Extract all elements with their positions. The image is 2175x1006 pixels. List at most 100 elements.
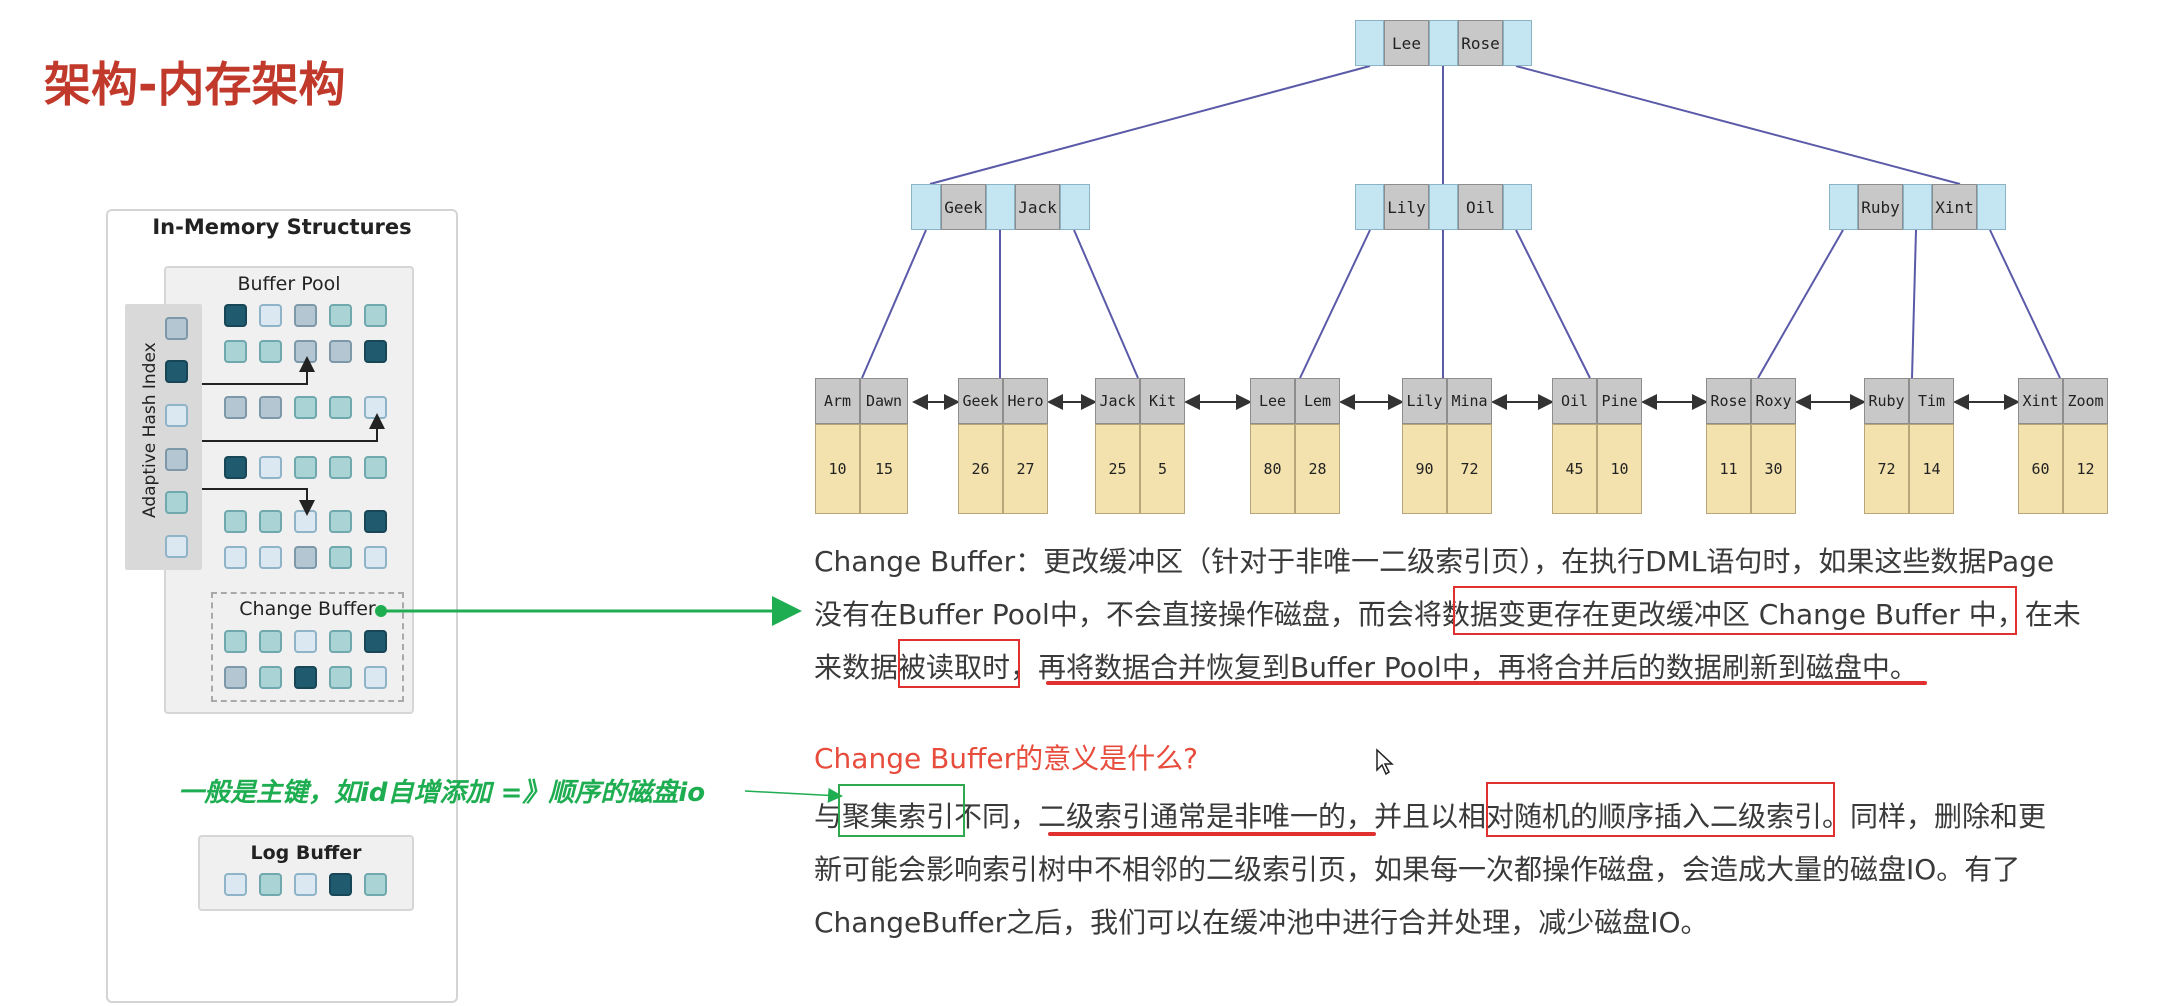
internal-pointer bbox=[1429, 184, 1458, 230]
page-cell bbox=[329, 304, 352, 327]
change-buffer-cell bbox=[329, 630, 352, 653]
page-cell bbox=[329, 456, 352, 479]
leaf-key: Oil bbox=[1552, 378, 1597, 424]
page-cell bbox=[294, 304, 317, 327]
hash-index-arrows bbox=[202, 356, 385, 516]
leaf-key: Geek bbox=[958, 378, 1003, 424]
leaf-key: Hero bbox=[1003, 378, 1048, 424]
root-key: Lee bbox=[1384, 20, 1429, 66]
underline bbox=[1046, 681, 1927, 685]
page-cell bbox=[329, 510, 352, 533]
hash-cell bbox=[165, 360, 188, 383]
change-buffer-cell bbox=[294, 666, 317, 689]
page-cell bbox=[259, 340, 282, 363]
root-key: Rose bbox=[1458, 20, 1503, 66]
page-cell bbox=[294, 546, 317, 569]
leaf-key: Lily bbox=[1402, 378, 1447, 424]
leaf-value: 30 bbox=[1751, 424, 1796, 514]
leaf-key: Dawn bbox=[860, 378, 908, 424]
leaf-key: Kit bbox=[1140, 378, 1185, 424]
paragraph-2-line-1: 与聚集索引不同，二级索引通常是非唯一的，并且以相对随机的顺序插入二级索引。同样，… bbox=[814, 800, 2047, 833]
change-buffer-cell bbox=[224, 630, 247, 653]
root-pointer bbox=[1355, 20, 1384, 66]
page-cell bbox=[224, 304, 247, 327]
leaf-key: Tim bbox=[1909, 378, 1954, 424]
log-buffer-cell bbox=[294, 873, 317, 896]
hash-cell bbox=[165, 448, 188, 471]
leaf-value: 25 bbox=[1095, 424, 1140, 514]
leaf-value: 5 bbox=[1140, 424, 1185, 514]
internal-pointer bbox=[1060, 184, 1090, 230]
internal-key: Oil bbox=[1458, 184, 1503, 230]
internal-pointer bbox=[1355, 184, 1384, 230]
leaf-value: 26 bbox=[958, 424, 1003, 514]
leaf-value: 80 bbox=[1250, 424, 1295, 514]
leaf-key: Roxy bbox=[1751, 378, 1796, 424]
internal-key: Xint bbox=[1932, 184, 1977, 230]
leaf-key: Lee bbox=[1250, 378, 1295, 424]
leaf-value: 10 bbox=[815, 424, 860, 514]
annotation-arrow bbox=[744, 787, 843, 803]
page-cell bbox=[294, 456, 317, 479]
hash-cell bbox=[165, 404, 188, 427]
log-buffer-cell bbox=[224, 873, 247, 896]
cursor-icon bbox=[1376, 748, 1394, 776]
hash-arrow bbox=[202, 488, 315, 516]
leaf-key: Pine bbox=[1597, 378, 1642, 424]
paragraph-1-line-1: Change Buffer：更改缓冲区（针对于非唯一二级索引页），在执行DML语… bbox=[814, 545, 2055, 578]
log-buffer-cell bbox=[364, 873, 387, 896]
internal-pointer bbox=[1903, 184, 1932, 230]
page-cell bbox=[224, 546, 247, 569]
internal-key: Ruby bbox=[1858, 184, 1903, 230]
change-buffer-label: Change Buffer bbox=[239, 598, 376, 620]
page-cell bbox=[329, 340, 352, 363]
highlight-box bbox=[1486, 782, 1835, 837]
leaf-key: Xint bbox=[2018, 378, 2063, 424]
leaf-value: 27 bbox=[1003, 424, 1048, 514]
log-buffer-label: Log Buffer bbox=[250, 842, 362, 864]
internal-pointer bbox=[1503, 184, 1532, 230]
page-cell bbox=[364, 456, 387, 479]
page-cell bbox=[224, 340, 247, 363]
hash-arrow bbox=[202, 413, 385, 442]
hash-cell bbox=[165, 491, 188, 514]
change-buffer-cell bbox=[364, 630, 387, 653]
internal-key: Geek bbox=[941, 184, 986, 230]
internal-pointer bbox=[1977, 184, 2006, 230]
question-heading: Change Buffer的意义是什么? bbox=[814, 742, 1198, 775]
leaf-key: Arm bbox=[815, 378, 860, 424]
change-buffer-box bbox=[211, 592, 404, 702]
leaf-key: Rose bbox=[1706, 378, 1751, 424]
internal-pointer bbox=[1829, 184, 1858, 230]
page-cell bbox=[364, 304, 387, 327]
leaf-value: 72 bbox=[1447, 424, 1492, 514]
leaf-value: 72 bbox=[1864, 424, 1909, 514]
leaf-value: 14 bbox=[1909, 424, 1954, 514]
adaptive-hash-index-box bbox=[125, 304, 202, 570]
buffer-pool-label: Buffer Pool bbox=[237, 273, 341, 295]
change-buffer-cell bbox=[329, 666, 352, 689]
leaf-value: 28 bbox=[1295, 424, 1340, 514]
hash-arrow bbox=[202, 356, 315, 385]
hash-cell bbox=[165, 535, 188, 558]
change-buffer-cell bbox=[259, 630, 282, 653]
page-cell bbox=[329, 546, 352, 569]
paragraph-2-line-3: ChangeBuffer之后，我们可以在缓冲池中进行合并处理，减少磁盘IO。 bbox=[814, 906, 1709, 939]
leaf-value: 10 bbox=[1597, 424, 1642, 514]
leaf-value: 45 bbox=[1552, 424, 1597, 514]
log-buffer-cell bbox=[329, 873, 352, 896]
page-cell bbox=[259, 304, 282, 327]
page-cell bbox=[224, 396, 247, 419]
page-cell bbox=[259, 546, 282, 569]
leaf-key: Lem bbox=[1295, 378, 1340, 424]
page-cell bbox=[364, 510, 387, 533]
page-cell bbox=[224, 510, 247, 533]
change-buffer-cell bbox=[294, 630, 317, 653]
leaf-value: 11 bbox=[1706, 424, 1751, 514]
internal-pointer bbox=[986, 184, 1015, 230]
paragraph-1-line-3: 来数据被读取时，再将数据合并恢复到Buffer Pool中，再将合并后的数据刷新… bbox=[814, 651, 1918, 684]
highlight-box bbox=[1453, 586, 2017, 635]
leaf-value: 15 bbox=[860, 424, 908, 514]
internal-key: Lily bbox=[1384, 184, 1429, 230]
